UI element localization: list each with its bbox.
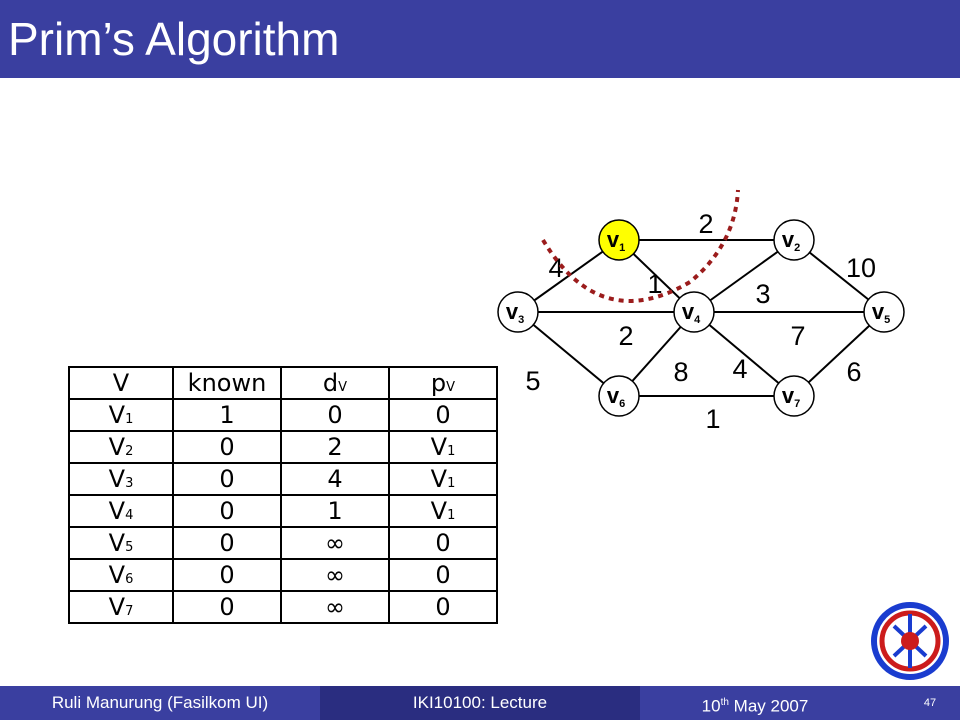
table-cell: V4 <box>68 494 174 528</box>
table-cell: V7 <box>68 590 174 624</box>
table-cell: 0 <box>172 462 282 496</box>
table-header-cell: known <box>172 366 282 400</box>
edge-v3-v6 <box>517 311 620 397</box>
node-v5: v5 <box>863 291 905 333</box>
edge-weight-v1-v2: 2 <box>698 209 713 239</box>
table-cell: 0 <box>388 558 498 592</box>
edge-weight-v1-v4: 1 <box>647 269 662 299</box>
title-bar: Prim’s Algorithm <box>0 0 960 78</box>
table-cell: 0 <box>280 398 390 432</box>
edge-weight-v6-v7: 1 <box>705 404 720 434</box>
footer-date-sup: th <box>720 697 729 708</box>
edge-weight-v4-v7: 4 <box>732 354 747 384</box>
cut-curve <box>541 189 740 303</box>
table-header-cell: V <box>68 366 174 400</box>
table-cell: 0 <box>172 526 282 560</box>
graph-nodes: v1 v2 v3 v4 v5 v6 v7 <box>497 219 905 417</box>
footer: Ruli Manurung (Fasilkom UI) IKI10100: Le… <box>0 686 960 720</box>
edge-v4-v7 <box>693 311 795 397</box>
table-cell: V5 <box>68 526 174 560</box>
table-cell: V1 <box>388 462 498 496</box>
node-v6: v6 <box>598 375 640 417</box>
university-logo-icon <box>871 602 949 680</box>
table-cell: V2 <box>68 430 174 464</box>
table-cell: V1 <box>68 398 174 432</box>
table-cell: V6 <box>68 558 174 592</box>
edge-weight-v4-v6: 8 <box>673 357 688 387</box>
table-cell: ∞ <box>280 558 390 592</box>
edge-weight-v2-v5: 10 <box>846 253 876 283</box>
footer-author: Ruli Manurung (Fasilkom UI) <box>51 693 269 712</box>
table-cell: V1 <box>388 494 498 528</box>
table-cell: 0 <box>388 398 498 432</box>
table-cell: 4 <box>280 462 390 496</box>
table-cell: 0 <box>388 526 498 560</box>
edge-weight-v3-v6: 5 <box>525 366 540 396</box>
table-cell: 0 <box>388 590 498 624</box>
footer-date-suffix: May 2007 <box>728 696 809 716</box>
table-cell: 2 <box>280 430 390 464</box>
footer-date-prefix: 10 <box>701 696 721 716</box>
node-v4: v4 <box>673 291 715 333</box>
table-cell: 1 <box>172 398 282 432</box>
footer-date: 10th May 2007 <box>640 686 870 720</box>
page-number: 47 <box>923 697 937 709</box>
edge-weight-v1-v3: 4 <box>548 253 563 283</box>
table-cell: V3 <box>68 462 174 496</box>
table-cell: 0 <box>172 494 282 528</box>
table-cell: ∞ <box>280 590 390 624</box>
node-v2: v2 <box>773 219 815 261</box>
footer-course: IKI10100: Lecture <box>320 686 640 720</box>
node-v3: v3 <box>497 291 539 333</box>
table-cell: ∞ <box>280 526 390 560</box>
table-header-cell: dV <box>280 366 390 400</box>
slide-title: Prim’s Algorithm <box>8 13 340 65</box>
table-cell: V1 <box>388 430 498 464</box>
table-cell: 0 <box>172 558 282 592</box>
edge-weight-v5-v7: 6 <box>846 357 861 387</box>
table-cell: 0 <box>172 590 282 624</box>
edge-weight-v3-v4: 2 <box>618 321 633 351</box>
edge-weight-v4-v5: 7 <box>790 321 805 351</box>
node-v7: v7 <box>773 375 815 417</box>
table-header-cell: pV <box>388 366 498 400</box>
edge-weight-v2-v4: 3 <box>755 279 770 309</box>
node-v1: v1 <box>598 219 640 261</box>
table-cell: 1 <box>280 494 390 528</box>
table-cell: 0 <box>172 430 282 464</box>
